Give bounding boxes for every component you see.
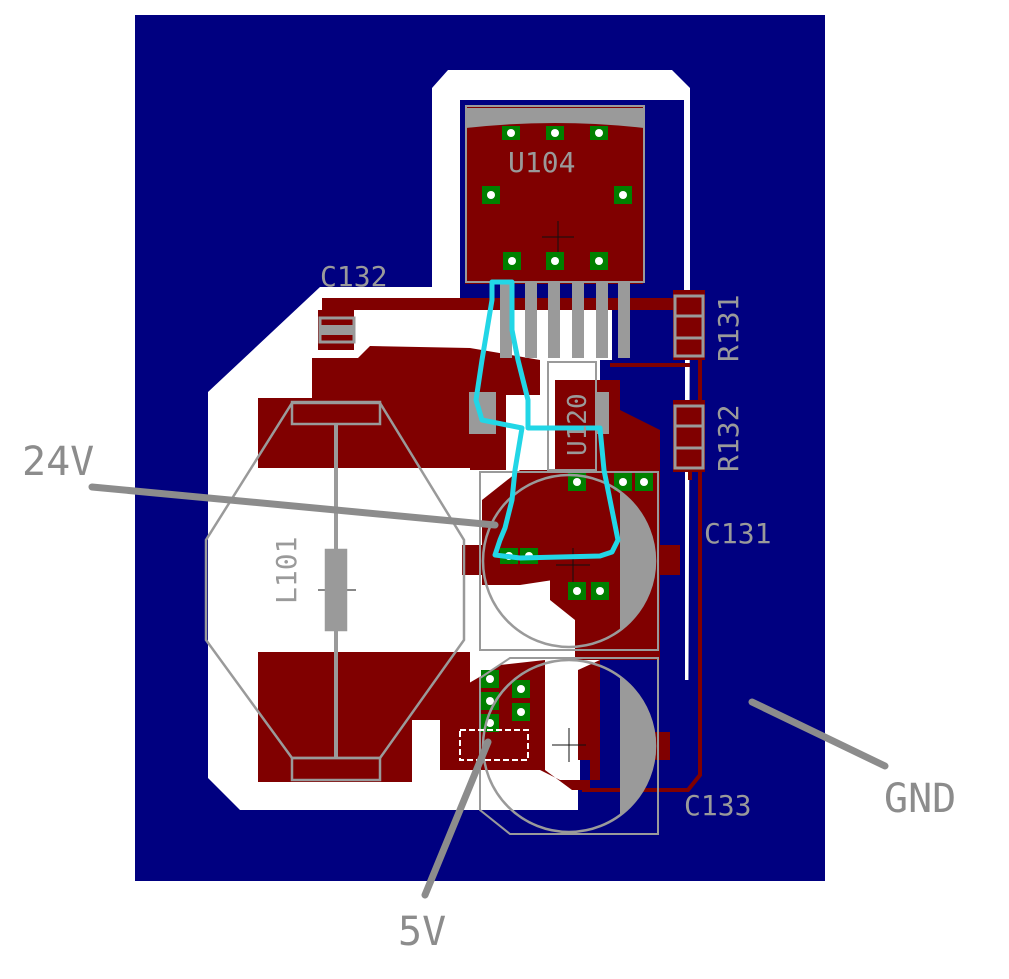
annotation-24v: 24V [22, 439, 94, 485]
copper-pour-left-bottom [258, 652, 470, 782]
resistor-silk [673, 294, 705, 470]
annotation-gnd: GND [884, 776, 956, 822]
leader-line-5v [421, 738, 492, 899]
l101-silk [204, 400, 466, 782]
label-r131: R131 [712, 295, 745, 362]
label-u120: U120 [563, 393, 593, 456]
copper-pour-left-top [258, 346, 540, 468]
label-l101: L101 [270, 537, 303, 604]
leader-line-24v [88, 483, 499, 529]
u104-tab-silk [466, 108, 644, 128]
label-c131: C131 [704, 517, 771, 550]
leader-line-gnd [748, 698, 889, 770]
r131-pad [673, 290, 705, 360]
r132-pad [673, 400, 705, 472]
label-c133: C133 [684, 789, 751, 822]
label-c132: C132 [320, 260, 387, 293]
label-r132: R132 [712, 405, 745, 472]
u104-pins [500, 282, 630, 358]
annotation-5v: 5V [398, 909, 446, 955]
highlight-trace [473, 279, 621, 561]
u104-outline [465, 105, 645, 283]
c132-silk [318, 316, 356, 344]
c131-silk [479, 471, 659, 651]
label-u104: U104 [508, 146, 575, 179]
